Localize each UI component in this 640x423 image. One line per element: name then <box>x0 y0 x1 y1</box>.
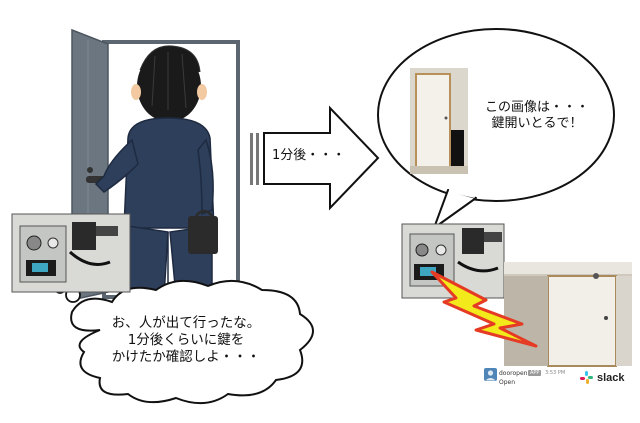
arrow <box>250 105 380 211</box>
thought-line-3: かけたか確認しよ・・・ <box>111 348 261 365</box>
slack-app-badge: APP <box>528 370 542 376</box>
arrow-label: 1分後・・・ <box>272 148 346 163</box>
slack-bot-name: dooropen <box>499 370 528 377</box>
thought-line-2: 1分後くらいに鍵を <box>127 331 245 348</box>
door-photo-large <box>504 262 632 367</box>
lightning-bolt-icon <box>430 270 538 348</box>
thought-bubble-text: お、人が出て行ったな。 1分後くらいに鍵を かけたか確認しよ・・・ <box>86 315 286 366</box>
slack-logo-icon <box>580 371 593 384</box>
man-figure <box>94 45 215 297</box>
speech-line-2: 鍵開いとるで！ <box>491 116 583 132</box>
slack-message: Open <box>499 379 516 386</box>
door-photo-small <box>410 68 468 174</box>
device-photo-left <box>11 213 131 293</box>
slack-notification <box>484 368 497 381</box>
briefcase <box>188 209 218 254</box>
thought-line-1: お、人が出て行ったな。 <box>111 315 261 331</box>
speech-bubble-text: この画像は・・・ 鍵開いとるで！ <box>462 100 612 133</box>
slack-timestamp: 3:53 PM <box>545 370 566 376</box>
slack-logo-text: slack <box>597 372 625 384</box>
speech-line-1: この画像は・・・ <box>484 100 589 115</box>
